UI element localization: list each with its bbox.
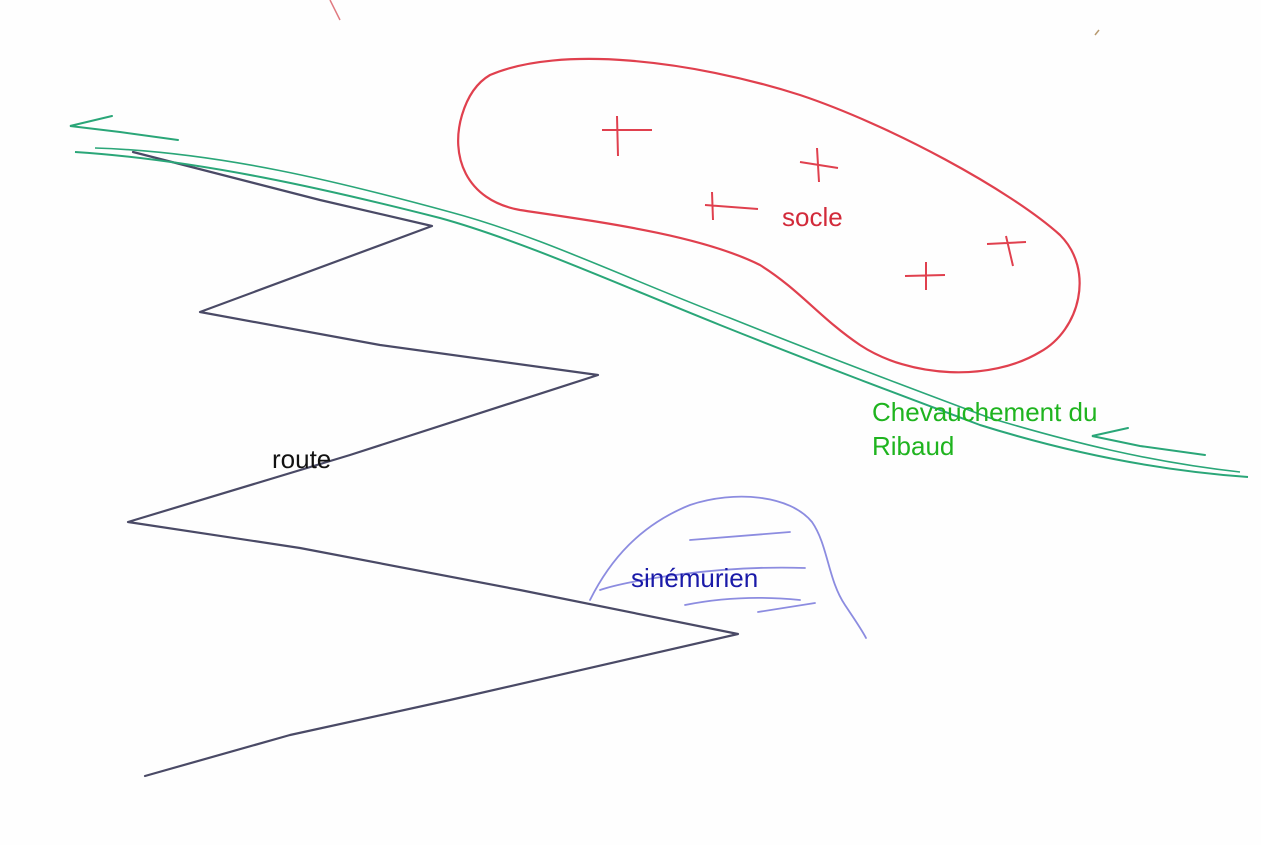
thrust-fault-line — [94, 147, 1241, 473]
chevauchement-label: Chevauchement du Ribaud — [872, 395, 1097, 463]
sinemurien-label: sinémurien — [631, 563, 759, 593]
route-label: route — [272, 444, 332, 474]
thrust-arrows-icon — [69, 115, 1206, 456]
sinemurien-outline — [589, 495, 867, 639]
stray-mark — [329, 0, 341, 21]
socle-label: socle — [782, 202, 843, 232]
socle-cross-marks-icon — [602, 115, 1027, 290]
stray-mark — [1094, 29, 1100, 36]
chevauchement-label-line2: Ribaud — [872, 431, 955, 461]
thrust-fault-line — [74, 151, 1249, 478]
socle-outline — [457, 57, 1081, 374]
route-line — [126, 150, 740, 778]
chevauchement-label-line1: Chevauchement du — [872, 397, 1098, 427]
